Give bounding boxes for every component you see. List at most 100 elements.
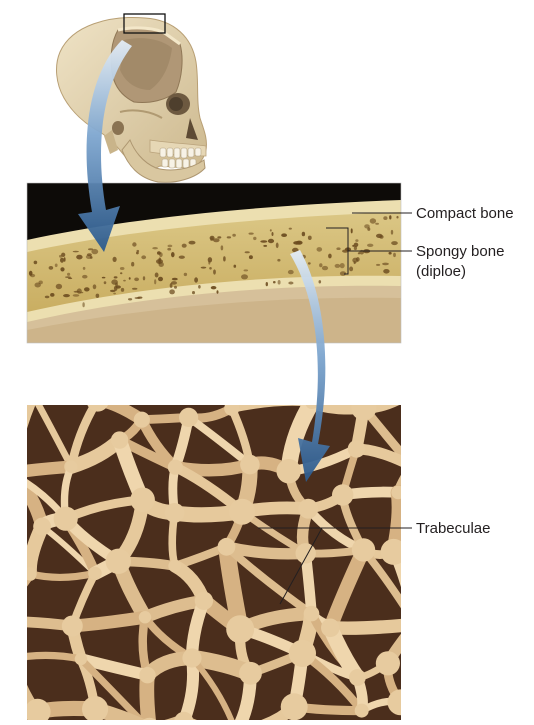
pore bbox=[216, 290, 219, 294]
pore bbox=[61, 252, 66, 257]
pore bbox=[209, 267, 212, 270]
pore bbox=[132, 287, 138, 290]
pore bbox=[111, 279, 118, 285]
pore bbox=[28, 270, 33, 276]
pore bbox=[307, 235, 312, 240]
magnification-arrow-2 bbox=[290, 250, 330, 482]
trabecula-junction bbox=[401, 455, 423, 477]
trabecula-junction bbox=[27, 567, 37, 581]
pore bbox=[293, 241, 301, 245]
pore bbox=[376, 263, 381, 266]
pore bbox=[389, 215, 392, 220]
trabecula-junction bbox=[298, 498, 319, 519]
pore bbox=[267, 238, 275, 244]
pore bbox=[38, 280, 43, 285]
pore bbox=[275, 242, 279, 249]
trabecula bbox=[27, 651, 85, 663]
compact-bone-inner bbox=[27, 275, 401, 322]
trabecula-junction bbox=[347, 440, 366, 458]
pore bbox=[59, 254, 62, 258]
pore bbox=[120, 287, 125, 292]
trabecula-junction bbox=[82, 696, 109, 720]
pore bbox=[217, 236, 222, 239]
pore bbox=[192, 291, 195, 295]
trabecula bbox=[27, 460, 78, 478]
trabecula-junction bbox=[387, 689, 401, 716]
pore bbox=[220, 245, 224, 251]
trabecula-junction bbox=[406, 615, 425, 634]
spongy-bone-pores bbox=[28, 215, 399, 308]
magnification-arrow-1 bbox=[78, 40, 132, 252]
pore bbox=[181, 243, 187, 248]
pore bbox=[92, 284, 97, 290]
trabecula-junction bbox=[303, 605, 320, 622]
pore bbox=[213, 238, 220, 243]
pore bbox=[110, 289, 116, 293]
trabecula-junction bbox=[27, 698, 51, 720]
pore bbox=[84, 287, 90, 292]
pore bbox=[321, 265, 329, 271]
pore bbox=[243, 269, 249, 272]
trabecula-junction bbox=[391, 485, 401, 500]
trabecula-junction bbox=[133, 411, 150, 428]
pore bbox=[113, 292, 116, 295]
pore bbox=[72, 294, 80, 297]
trabecula-junction bbox=[168, 559, 182, 573]
pore bbox=[352, 244, 355, 247]
pore bbox=[248, 255, 253, 260]
pore bbox=[336, 247, 341, 250]
pore bbox=[349, 266, 354, 272]
pore bbox=[393, 252, 396, 258]
pore bbox=[383, 216, 388, 221]
trabecula-junction bbox=[179, 407, 199, 427]
pore bbox=[223, 256, 226, 262]
pore bbox=[194, 277, 199, 283]
pore bbox=[154, 279, 157, 285]
pore bbox=[287, 269, 294, 275]
pore bbox=[367, 243, 374, 247]
pore bbox=[355, 239, 359, 242]
pore bbox=[263, 244, 268, 247]
pore bbox=[353, 242, 359, 247]
pore bbox=[65, 276, 71, 278]
pore bbox=[273, 281, 276, 284]
pore bbox=[390, 229, 394, 235]
pore bbox=[79, 291, 84, 294]
pore bbox=[60, 267, 65, 272]
trabecula-junction bbox=[403, 377, 425, 399]
pore bbox=[260, 240, 268, 243]
pore bbox=[369, 218, 377, 224]
pore bbox=[188, 240, 196, 245]
pore bbox=[132, 242, 137, 247]
trabecula-junction bbox=[88, 566, 102, 580]
trabecula-junction bbox=[87, 405, 109, 412]
pore bbox=[200, 266, 207, 269]
magnification-box bbox=[123, 13, 166, 34]
compact-bone-label: Compact bone bbox=[416, 205, 514, 222]
skull-illustration bbox=[56, 17, 207, 183]
pore bbox=[265, 282, 268, 287]
trabecula-junction bbox=[33, 517, 51, 536]
pore bbox=[233, 264, 237, 268]
pore bbox=[88, 248, 94, 251]
trabecula-junction bbox=[217, 537, 236, 556]
trabecula-junction bbox=[23, 385, 43, 405]
trabecula bbox=[222, 542, 316, 618]
pore bbox=[142, 276, 146, 281]
trabecula bbox=[77, 655, 146, 720]
trabeculae-label: Trabeculae bbox=[416, 520, 491, 537]
leader-lines bbox=[258, 212, 412, 605]
pore bbox=[171, 277, 178, 281]
pore bbox=[241, 274, 248, 280]
pore bbox=[171, 281, 177, 285]
pore bbox=[277, 258, 281, 262]
pore bbox=[171, 252, 175, 258]
trabecula-junction bbox=[110, 431, 129, 449]
pore bbox=[152, 247, 158, 250]
pore bbox=[115, 285, 121, 289]
trabecula-junction bbox=[239, 661, 262, 685]
trabecula-junction bbox=[351, 405, 377, 421]
trabecula bbox=[27, 569, 99, 582]
pore bbox=[353, 246, 357, 251]
